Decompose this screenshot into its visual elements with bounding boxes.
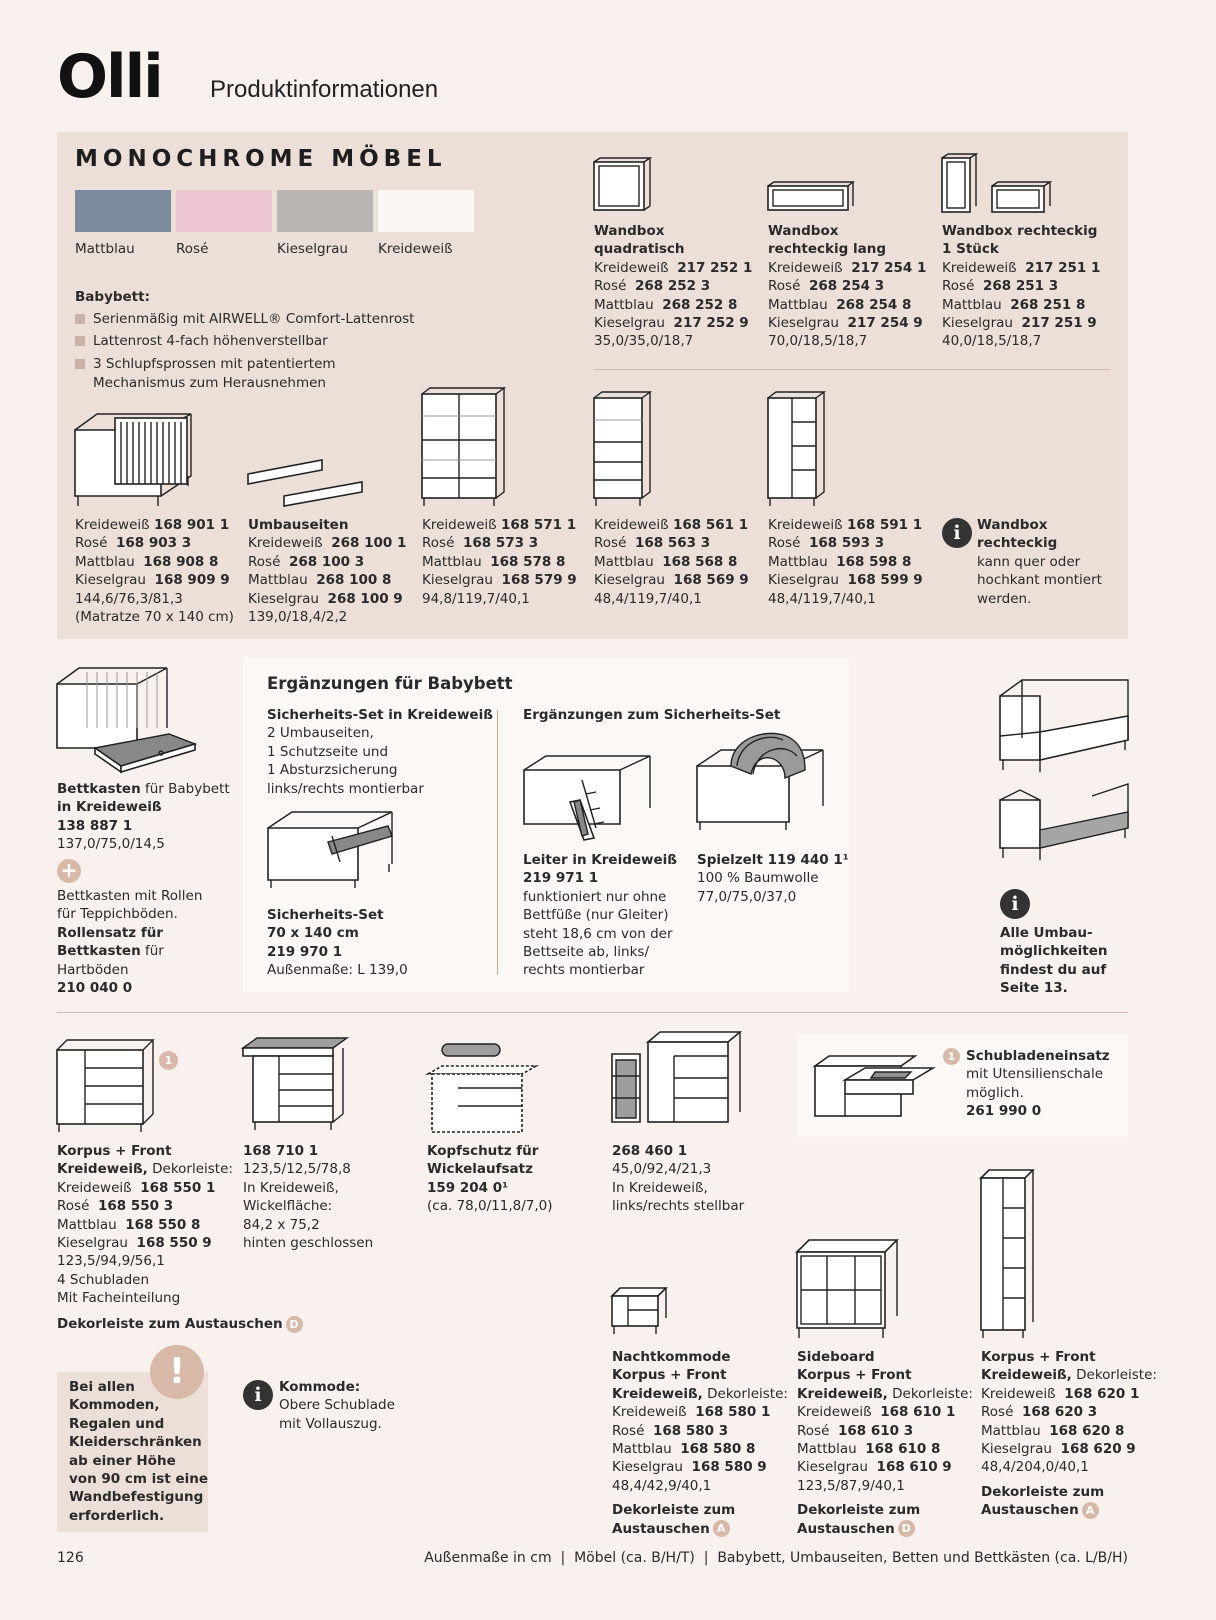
bullet-continuation: Mechanismus zum Herausnehmen bbox=[93, 375, 326, 391]
swatch-label: Mattblau bbox=[75, 241, 135, 257]
marker-badge: 1 bbox=[159, 1051, 178, 1070]
sicherheitsset-ergaenzungen-title: Ergänzungen zum Sicherheits-Set bbox=[523, 707, 781, 723]
swatch-rose bbox=[176, 190, 272, 232]
swatch-mattblau bbox=[75, 190, 171, 232]
regal-tueren-info: Kreideweiß 168 591 1 Rosé 168 593 3 Matt… bbox=[768, 517, 923, 607]
sicherheitsset-info: Sicherheits-Set in Kreideweiß 2 Umbausei… bbox=[267, 707, 493, 797]
kommode-info-note: Kommode: Obere Schublade mit Vollauszug. bbox=[279, 1379, 395, 1432]
plus-icon: + bbox=[57, 859, 81, 883]
schubladeneinsatz-illustration bbox=[812, 1055, 936, 1117]
wandbox-long-illustration bbox=[767, 181, 855, 211]
umbauseiten-illustration bbox=[247, 459, 363, 507]
marker-badge: D bbox=[897, 1520, 915, 1538]
bullet-item: 3 Schlupfsprossen mit patentiertem bbox=[75, 355, 336, 373]
info-icon: i bbox=[243, 1380, 273, 1410]
swatch-kreideweiss bbox=[378, 190, 474, 232]
babybett-info: Kreideweiß 168 901 1 Rosé 168 903 3 Matt… bbox=[75, 517, 234, 626]
marker-badge: A bbox=[1081, 1501, 1099, 1519]
kommode-info: Korpus + Front Kreideweiß, Dekorleiste: … bbox=[57, 1143, 233, 1307]
nachtkommode-illustration bbox=[610, 1287, 668, 1334]
footer-note: Außenmaße in cm | Möbel (ca. B/H/T) | Ba… bbox=[424, 1550, 1128, 1566]
spielzelt-illustration bbox=[696, 732, 824, 830]
regal-breit-info: Kreideweiß 168 571 1 Rosé 168 573 3 Matt… bbox=[422, 517, 577, 607]
babybett-title: Babybett: bbox=[75, 289, 150, 305]
section-title: MONOCHROME MÖBEL bbox=[75, 146, 447, 172]
marker-badge: 1 bbox=[943, 1048, 960, 1065]
regal-schmal-info: Kreideweiß 168 561 1 Rosé 168 563 3 Matt… bbox=[594, 517, 749, 607]
regal-breit-illustration bbox=[421, 387, 507, 506]
bullet-item: Serienmäßig mit AIRWELL® Comfort-Lattenr… bbox=[75, 310, 414, 328]
leiter-info: Leiter in Kreideweiß 219 971 1 funktioni… bbox=[523, 852, 677, 979]
page-number: 126 bbox=[57, 1550, 84, 1566]
info-icon: i bbox=[1000, 889, 1030, 919]
schubladeneinsatz-info: Schubladeneinsatz mit Utensilienschale m… bbox=[966, 1048, 1110, 1120]
info-icon: i bbox=[942, 518, 972, 548]
warning-box bbox=[57, 1372, 208, 1532]
regal-tueren-illustration bbox=[767, 391, 827, 506]
column-divider bbox=[497, 710, 498, 975]
kopfschutz-illustration bbox=[424, 1043, 540, 1133]
swatch-label: Rosé bbox=[176, 241, 209, 257]
supplement-title: Ergänzungen für Babybett bbox=[267, 674, 513, 693]
regal-wickel-illustration bbox=[611, 1031, 743, 1123]
swatch-label: Kreideweiß bbox=[378, 241, 453, 257]
babybett-illustration bbox=[74, 413, 192, 506]
sideboard-illustration bbox=[795, 1239, 899, 1338]
divider bbox=[594, 369, 1110, 370]
exclamation-icon: ! bbox=[150, 1345, 204, 1399]
leiter-illustration bbox=[523, 755, 651, 841]
regal-schmal-illustration bbox=[593, 391, 653, 506]
hochregal-illustration bbox=[979, 1169, 1035, 1338]
bettkasten-illustration bbox=[56, 667, 198, 774]
marker-badge: A bbox=[712, 1520, 730, 1538]
bullet-item: Lattenrost 4-fach höhenverstellbar bbox=[75, 332, 328, 350]
bettkasten-info: Bettkasten für Babybett in Kreideweiß 13… bbox=[57, 781, 230, 853]
sicherheitsset-illustration bbox=[267, 811, 393, 888]
sofabett-illustration bbox=[999, 783, 1129, 860]
wandbox-square-illustration bbox=[593, 157, 653, 211]
wickelaufsatz-illustration bbox=[240, 1037, 350, 1130]
page-subtitle: Produktinformationen bbox=[210, 76, 439, 103]
swatch-label: Kieselgrau bbox=[277, 241, 348, 257]
sicherheitsset-size: Sicherheits-Set 70 x 140 cm 219 970 1 Au… bbox=[267, 907, 408, 979]
marker-badge: D bbox=[285, 1315, 303, 1333]
kommode-illustration bbox=[56, 1039, 155, 1132]
supplement-box bbox=[243, 658, 849, 992]
spielzelt-info: Spielzelt 119 440 1¹ 100 % Baumwolle 77,… bbox=[697, 852, 849, 905]
hochregal-info: Korpus + Front Kreideweiß, Dekorleiste: … bbox=[981, 1349, 1157, 1519]
umbauseiten-info: Umbauseiten Kreideweiß 268 100 1 Rosé 26… bbox=[248, 517, 407, 626]
juniorbett-illustration bbox=[999, 679, 1129, 772]
swatch-kieselgrau bbox=[277, 190, 373, 232]
divider bbox=[57, 1012, 1128, 1013]
wandbox-rect-illustration bbox=[941, 153, 1053, 213]
brand-logo: Olli bbox=[57, 42, 164, 112]
